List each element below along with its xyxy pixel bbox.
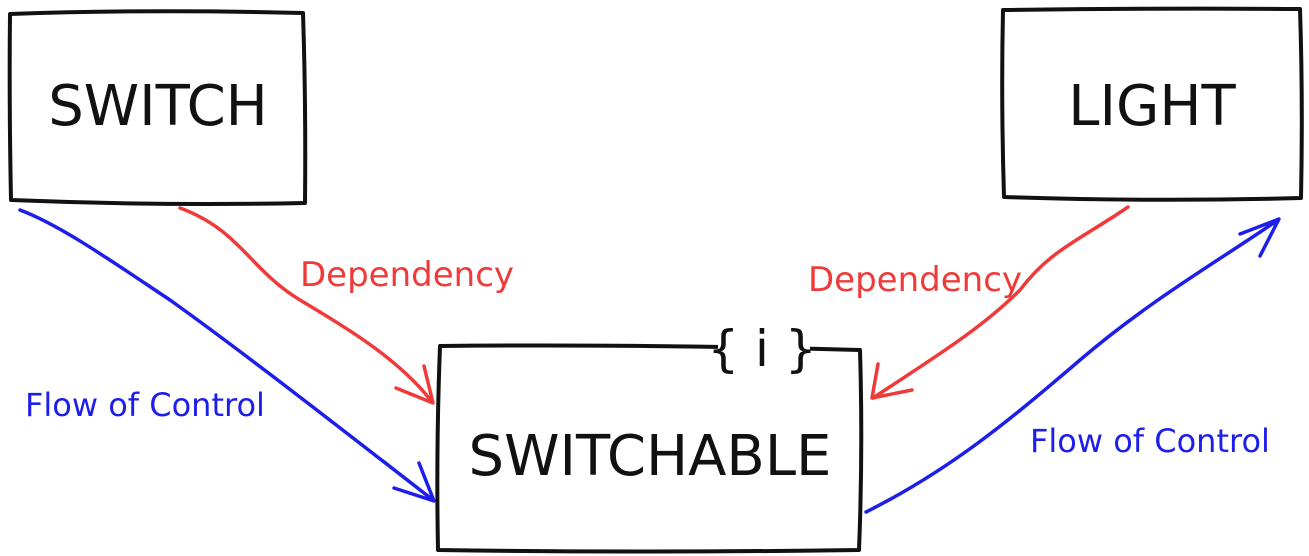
switch-flow-line [18,208,435,502]
switch-dependency-arrowhead [394,364,435,405]
switch-dependency-line [178,206,434,404]
light-flow-arrowhead [1238,217,1281,258]
switch-dependency-arrow [178,206,435,405]
switch-flow-label: Flow of Control [25,386,265,424]
switch-label: SWITCH [48,74,268,139]
switchable-box-outline [435,343,864,554]
light-flow-line [864,218,1280,514]
switch-flow-arrow [18,208,436,503]
switch-flow-arrowhead [392,461,436,503]
interface-badge: { i } [707,320,816,378]
interface-badge-backdrop [718,318,810,374]
switchable-label: SWITCHABLE [469,424,832,489]
switch-box: SWITCH [7,9,308,206]
switchable-box: SWITCHABLE { i } [435,318,864,554]
switch-dependency-label: Dependency [300,255,514,295]
light-dependency-line [871,205,1130,400]
light-dependency-label: Dependency [808,260,1022,300]
light-dependency-arrow [870,205,1130,400]
light-flow-arrow [864,217,1281,514]
light-box-outline [1000,6,1304,202]
light-label: LIGHT [1068,74,1236,139]
light-dependency-arrowhead [870,362,914,400]
light-flow-label: Flow of Control [1030,422,1270,460]
light-box: LIGHT [1000,6,1304,202]
switch-box-outline [7,9,308,206]
